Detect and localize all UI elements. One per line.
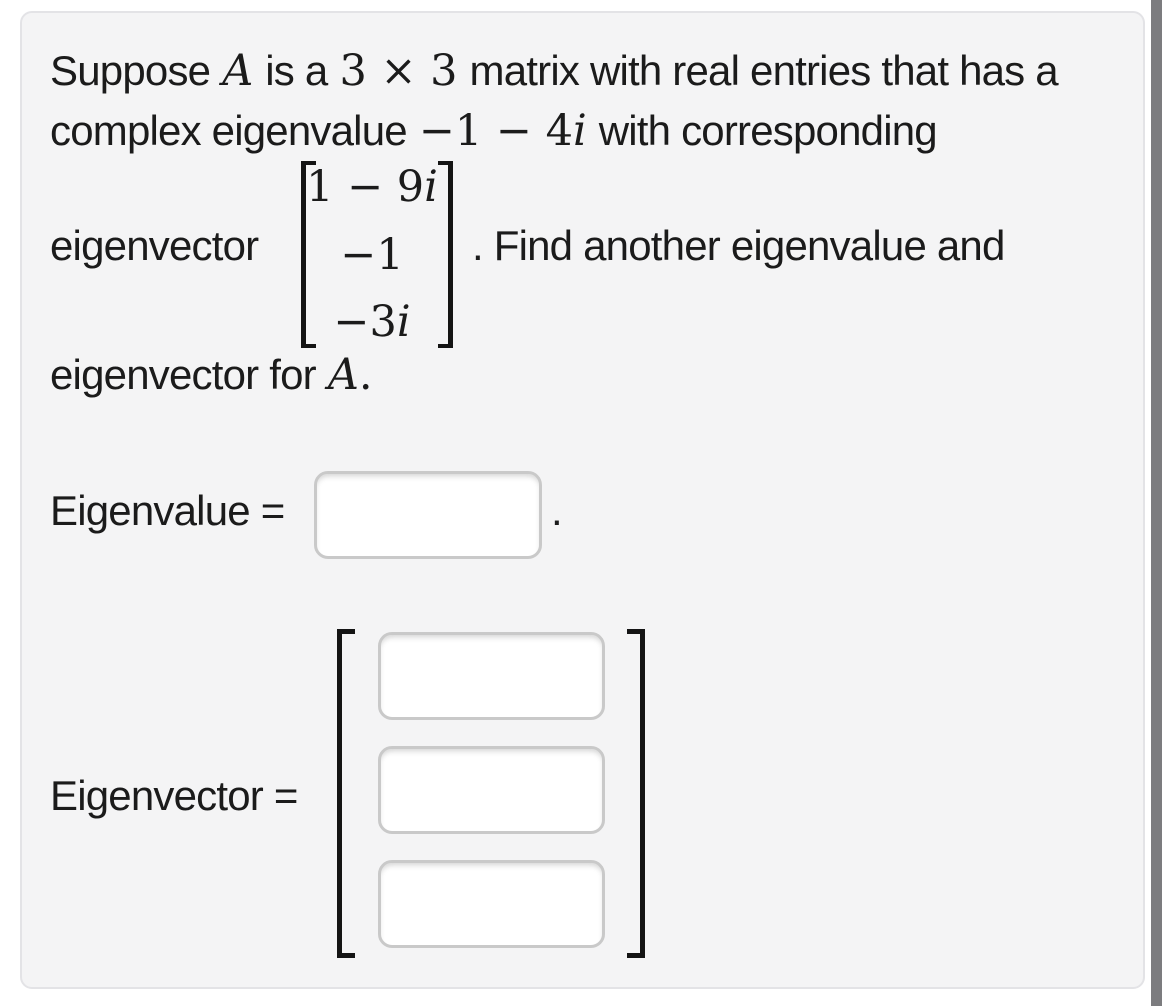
problem-text: Suppose <box>50 47 211 94</box>
problem-line-4: eigenvector for A. <box>50 354 373 397</box>
scrollbar-thumb[interactable] <box>1151 0 1162 1006</box>
problem-line-3-pre: eigenvector <box>50 222 259 269</box>
matrix-variable: A <box>222 46 254 96</box>
matrix-entry: −3i <box>333 297 411 347</box>
problem-text: complex eigenvalue <box>50 107 408 154</box>
matrix-variable: A. <box>327 350 373 400</box>
eigenvector-left-bracket <box>337 629 355 958</box>
eigenvector-answer-row-label: Eigenvector = <box>50 775 298 817</box>
matrix-entry: −1 <box>340 229 404 280</box>
eigenvalue-label: Eigenvalue = <box>50 487 285 534</box>
eigenvector-input-1[interactable] <box>378 632 605 720</box>
problem-line-1: Suppose A is a 3 × 3 matrix with real en… <box>50 46 1059 96</box>
eigenvector-input-2[interactable] <box>378 746 605 834</box>
problem-text: with corresponding <box>598 107 938 154</box>
eigenvector-input-3[interactable] <box>378 860 605 948</box>
problem-text: eigenvector <box>50 222 259 269</box>
given-eigenvalue-expression: −1 − 4i <box>418 106 587 156</box>
problem-line-2: complex eigenvalue −1 − 4i with correspo… <box>50 106 938 156</box>
problem-text: matrix with real entries that has a <box>469 47 1059 94</box>
problem-line-3-post: . Find another eigenvalue and <box>472 225 1005 267</box>
eigenvector-right-bracket <box>627 629 645 958</box>
problem-text: eigenvector for <box>50 351 317 398</box>
matrix-left-bracket <box>301 161 316 348</box>
eigenvalue-input[interactable] <box>314 471 542 559</box>
given-eigenvector-matrix: 1 − 9i −1 −3i <box>306 166 438 344</box>
matrix-dimensions: 3 × 3 <box>339 46 458 96</box>
matrix-entry: 1 − 9i <box>306 162 438 212</box>
eigenvector-label: Eigenvector = <box>50 772 298 819</box>
problem-text: is a <box>265 47 328 94</box>
problem-text: . Find another eigenvalue and <box>472 222 1005 269</box>
eigenvalue-period: . <box>551 487 563 534</box>
matrix-right-bracket <box>438 161 453 348</box>
eigenvalue-answer-row-label: Eigenvalue = <box>50 487 285 534</box>
